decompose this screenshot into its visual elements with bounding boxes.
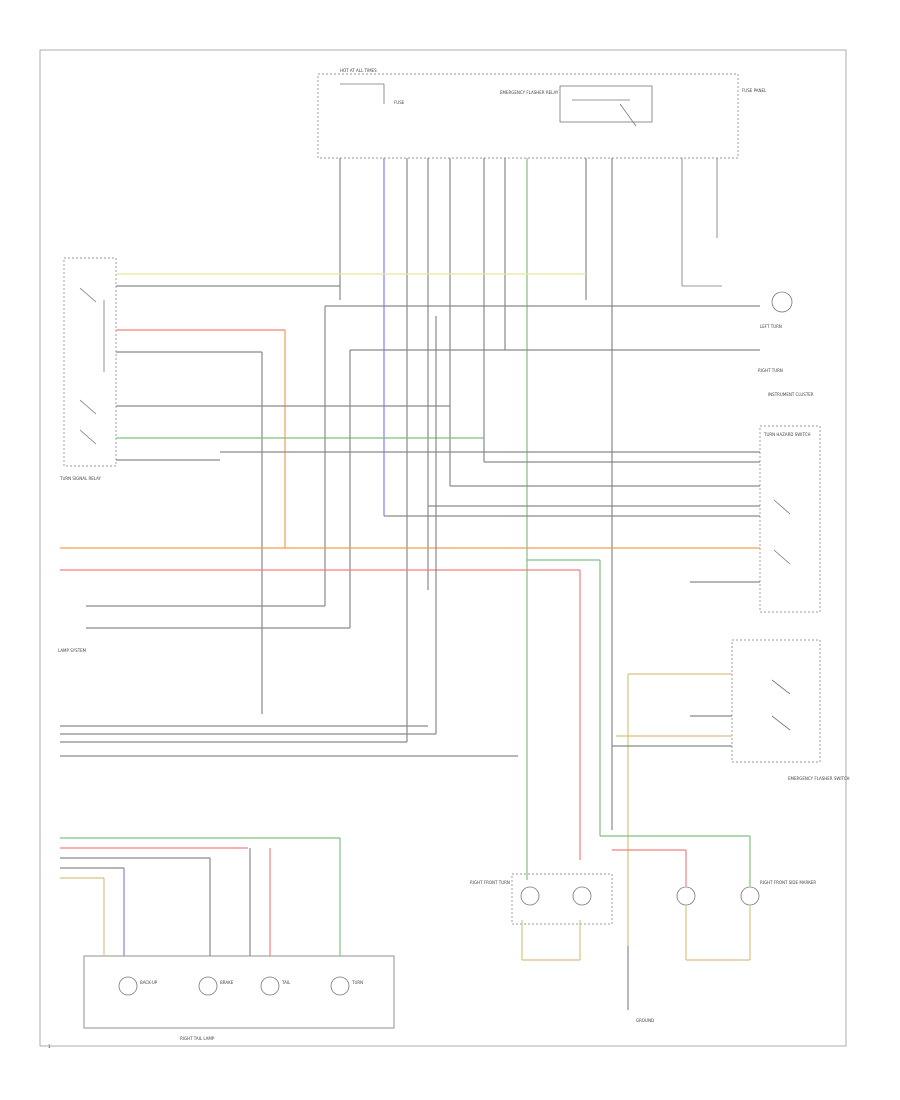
fuse-panel-box	[317, 73, 739, 159]
turn-signal-relay-box	[63, 257, 117, 467]
hazard-sw-2	[773, 549, 791, 565]
right-front-side-marker-label: RIGHT FRONT SIDE MARKER	[760, 880, 816, 885]
side-marker-bulb-2	[740, 886, 760, 906]
left-turn-indicator	[771, 291, 793, 313]
front-turn-bulb-2	[572, 886, 592, 906]
ground-label: GROUND	[636, 1018, 654, 1023]
tail-bulb	[260, 976, 280, 996]
right-tail-lamp-label: RIGHT TAIL LAMP	[180, 1036, 215, 1041]
turn-label: TURN	[351, 980, 363, 985]
left-turn-label: LEFT TURN	[760, 324, 782, 329]
turn-signal-relay-label: TURN SIGNAL RELAY	[59, 476, 102, 481]
right-tail-lamp-box	[83, 955, 395, 1029]
emergency-flasher-switch-label: EMERGENCY FLASHER SWITCH	[788, 776, 850, 781]
front-turn-bulb-1	[520, 886, 540, 906]
emergency-flasher-relay-label: EMERGENCY FLASHER RELAY	[500, 90, 559, 95]
backup-bulb	[118, 976, 138, 996]
backup-label: BACK-UP	[140, 980, 158, 985]
turn-hazard-switch-label: TURN HAZARD SWITCH	[763, 432, 810, 437]
relay-sw-2	[79, 399, 97, 415]
fuse-panel-label: FUSE PANEL	[742, 88, 767, 93]
side-marker-bulb-1	[676, 886, 696, 906]
right-front-turn-box	[511, 873, 613, 925]
relay-switch	[619, 103, 637, 127]
brake-bulb	[198, 976, 218, 996]
em-sw-1	[771, 679, 791, 695]
instrument-cluster-label: INSTRUMENT CLUSTER	[768, 392, 814, 397]
hazard-sw-1	[773, 499, 791, 515]
tail-label: TAIL	[281, 980, 291, 985]
flasher-relay-box	[559, 85, 653, 123]
em-sw-2	[771, 715, 791, 731]
diagram-frame	[39, 49, 847, 1047]
turn-bulb	[330, 976, 350, 996]
lamp-system-label: LAMP SYSTEM	[58, 648, 87, 653]
page-number: 1	[48, 1044, 51, 1049]
hot-at-all-times-label: HOT AT ALL TIMES	[340, 68, 377, 73]
brake-label: BRAKE	[220, 980, 234, 985]
emergency-flasher-switch-box	[731, 639, 821, 763]
turn-hazard-switch-box	[759, 425, 821, 613]
fuse-label: FUSE	[394, 100, 405, 105]
relay-sw-3	[79, 429, 97, 445]
relay-sw-1	[79, 287, 97, 303]
right-front-turn-label: RIGHT FRONT TURN	[470, 880, 510, 885]
right-turn-label: RIGHT TURN	[758, 368, 783, 373]
